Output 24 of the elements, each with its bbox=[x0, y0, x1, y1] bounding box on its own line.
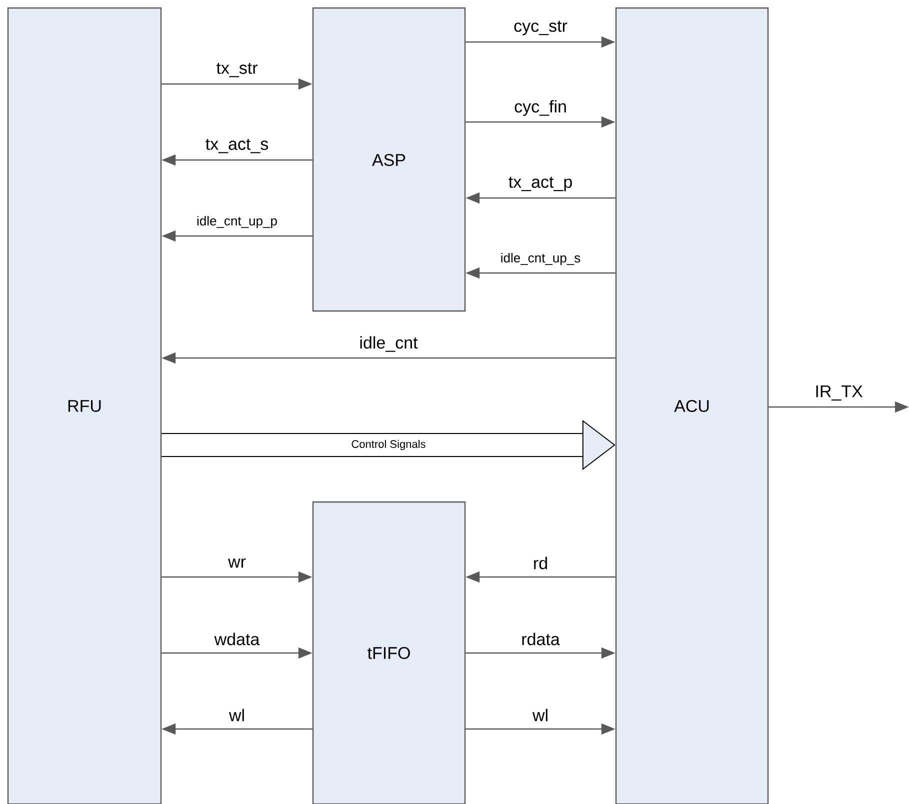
edge-label: wl bbox=[228, 708, 244, 722]
block-box bbox=[7, 7, 162, 804]
edge-label: tx_str bbox=[216, 62, 258, 78]
edge-label: tx_act_p bbox=[508, 176, 572, 192]
block-box bbox=[312, 501, 466, 804]
edge-label: cyc_fin bbox=[514, 100, 566, 116]
edge-label: wdata bbox=[214, 632, 260, 646]
block-label: ACU bbox=[674, 400, 709, 412]
block-box bbox=[615, 7, 769, 804]
edge-label: cyc_str bbox=[514, 20, 568, 36]
edge-label: IR_TX bbox=[816, 385, 863, 401]
edge-label: idle_cnt_up_s bbox=[501, 252, 580, 266]
edge-label: Control Signals bbox=[352, 440, 426, 450]
block-box bbox=[312, 7, 466, 312]
block-label: RFU bbox=[68, 400, 101, 412]
edge-label: idle_cnt bbox=[360, 336, 418, 352]
edge-label: wr bbox=[228, 558, 246, 568]
edge-label: idle_cnt_up_p bbox=[197, 216, 277, 228]
block-label: ASP bbox=[372, 154, 406, 166]
edge-label: tx_act_s bbox=[206, 138, 268, 154]
edge-label: rd bbox=[534, 556, 547, 570]
edge-label: wl bbox=[532, 708, 548, 722]
edge-label: rdata bbox=[522, 632, 560, 646]
block-label: tFIFO bbox=[368, 647, 410, 660]
